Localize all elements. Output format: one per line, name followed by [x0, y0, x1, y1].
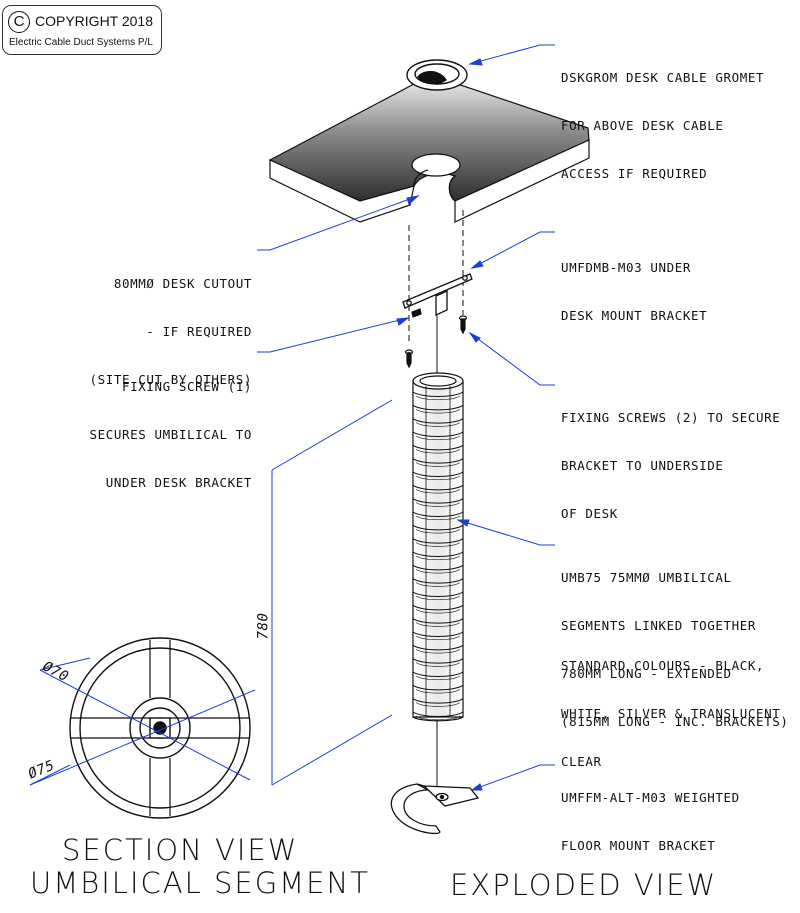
umbilical-segment: [412, 484, 464, 491]
copyright-icon: C: [8, 11, 30, 33]
floor-mount-bracket: [390, 783, 480, 835]
umbilical-column: [412, 372, 464, 722]
callout-fixing-screw: FIXING SCREW (1) SECURES UMBILICAL TO UN…: [89, 379, 252, 490]
umbilical-segment-edge: [415, 542, 461, 547]
umbilical-segment: [412, 604, 464, 611]
fixing-screw-umbilical: [411, 308, 422, 318]
copyright-box: C COPYRIGHT 2018 Electric Cable Duct Sys…: [2, 5, 162, 55]
umbilical-segment: [412, 618, 464, 624]
umbilical-segment: [412, 671, 464, 677]
umbilical-segment-edge: [415, 422, 461, 427]
umbilical-segment-edge: [415, 515, 461, 521]
umbilical-segment-edge: [415, 395, 461, 401]
umbilical-segment: [412, 471, 464, 477]
copyright-title: COPYRIGHT 2018: [35, 13, 154, 29]
umbilical-segment-edge: [415, 475, 461, 481]
callout-fixing-screws: FIXING SCREWS (2) TO SECURE BRACKET TO U…: [561, 410, 781, 521]
umbilical-segment-edge: [415, 569, 461, 574]
umbilical-segment: [412, 404, 464, 411]
desk-top: [268, 74, 590, 223]
umbilical-segment: [412, 684, 464, 691]
umbilical-segment-edge: [415, 609, 461, 614]
fixing-screw-left: [404, 349, 414, 369]
umbilical-segment: [412, 644, 464, 651]
alignment-lines: [408, 210, 464, 345]
umbilical-segment-edge: [415, 462, 461, 467]
umbilical-segment: [412, 698, 464, 704]
callout-gromet: DSKGROM DESK CABLE GROMET FOR ABOVE DESK…: [561, 70, 765, 181]
umbilical-segment: [412, 631, 464, 637]
umbilical-segment-edge: [415, 622, 461, 627]
section-view-umbilical: [69, 637, 251, 819]
umbilical-segment-edge: [415, 449, 461, 454]
length-dimension: [271, 399, 393, 786]
umbilical-segment-edge: [415, 649, 461, 654]
fixing-screw-right: [458, 315, 468, 335]
copyright-company: Electric Cable Duct Systems P/L: [9, 37, 153, 48]
section-view-subtitle: UMBILICAL SEGMENT: [30, 866, 370, 900]
umbilical-segment-edge: [415, 489, 461, 494]
umbilical-segment: [412, 511, 464, 517]
umbilical-segment: [412, 711, 464, 717]
umbilical-segment: [412, 591, 464, 597]
under-desk-bracket: [402, 273, 473, 317]
callout-colours: STANDARD COLOURS - BLACK, WHITE, SILVER …: [561, 658, 781, 769]
umbilical-segment-edge: [415, 502, 461, 507]
umbilical-segment: [412, 578, 464, 584]
callout-under-desk-bracket: UMFDMB-M03 UNDER DESK MOUNT BRACKET: [561, 260, 708, 323]
umbilical-segment-edge: [415, 662, 461, 667]
umbilical-segment-edge: [415, 529, 461, 534]
section-view-title: SECTION VIEW: [62, 833, 299, 867]
callout-umbilical: UMB75 75MMØ UMBILICAL SEGMENTS LINKED TO…: [561, 570, 789, 729]
umbilical-segment-edge: [415, 409, 461, 414]
desk-gromet: [406, 59, 468, 91]
umbilical-segment: [412, 458, 464, 464]
umbilical-segment: [412, 551, 464, 557]
umbilical-segment-edge: [415, 675, 461, 681]
umbilical-segment-edge: [415, 689, 461, 694]
umbilical-segment: [412, 564, 464, 571]
umbilical-segment: [412, 418, 464, 424]
umbilical-segment: [412, 498, 464, 504]
umbilical-segment-edge: [415, 595, 461, 601]
umbilical-segment: [412, 538, 464, 544]
umbilical-segment: [412, 444, 464, 451]
callout-desk-cutout: 80MMØ DESK CUTOUT - IF REQUIRED (SITE CU…: [89, 276, 252, 387]
callout-floor-bracket: UMFFM-ALT-M03 WEIGHTED FLOOR MOUNT BRACK…: [561, 790, 740, 853]
umbilical-segment-edge: [415, 702, 461, 707]
umbilical-segment-edge: [415, 635, 461, 641]
exploded-view-title: EXPLODED VIEW: [450, 868, 718, 902]
umbilical-segment-edge: [415, 715, 461, 721]
umbilical-segment-edge: [415, 555, 461, 561]
length-dimension-label: 780: [255, 612, 272, 640]
umbilical-segment: [412, 391, 464, 397]
umbilical-segment-edge: [415, 435, 461, 441]
section-dimension-lines: [29, 657, 256, 786]
leader-lines: [257, 44, 555, 791]
umbilical-segment: [412, 658, 464, 664]
umbilical-segment-edge: [415, 582, 461, 587]
umbilical-segment: [412, 431, 464, 437]
umbilical-segment: [412, 524, 464, 531]
